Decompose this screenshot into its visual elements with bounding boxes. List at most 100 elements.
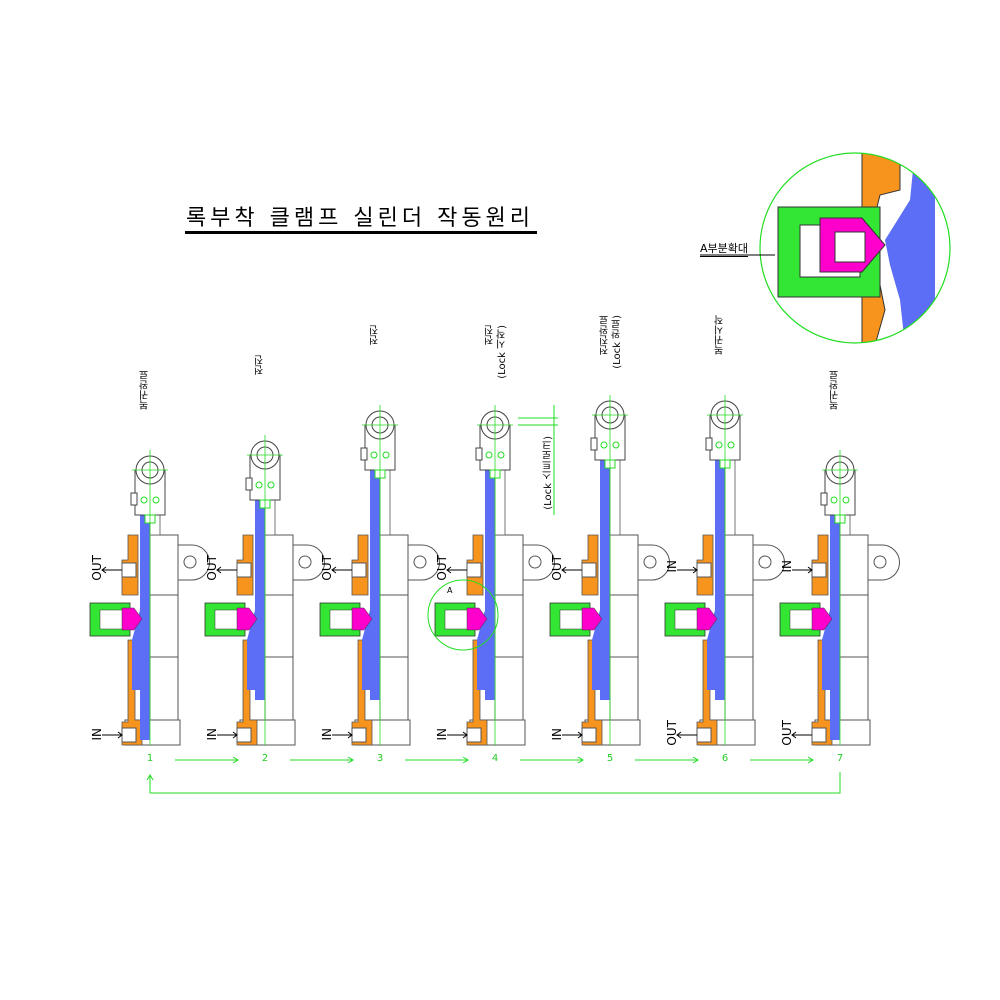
pin-hole	[382, 451, 390, 459]
port-label-top: OUT	[205, 555, 219, 581]
piston-rod	[485, 470, 495, 700]
rod-cover	[724, 459, 736, 536]
port-top	[351, 562, 367, 578]
clevis-tab	[705, 437, 713, 451]
piston	[477, 610, 495, 690]
body-band	[264, 594, 294, 658]
port-bottom	[351, 727, 367, 743]
pin-hole	[842, 496, 850, 504]
pin-hole	[267, 481, 275, 489]
mount-bracket	[752, 544, 785, 581]
stage-number: 4	[491, 753, 499, 764]
port-label-top: OUT	[550, 555, 564, 581]
detail-enlargement	[759, 152, 951, 344]
mount-hole	[873, 555, 887, 569]
arrow-in-icon	[562, 731, 583, 739]
port-label-top: OUT	[90, 555, 104, 581]
detail-piston	[885, 153, 935, 343]
port-label-bottom: IN	[90, 728, 104, 741]
cylinder-stage-5	[549, 395, 699, 764]
mount-bracket	[292, 544, 325, 581]
piston	[822, 610, 840, 690]
port-label-top: IN	[665, 560, 679, 573]
arrow-out-icon	[561, 566, 582, 574]
cylinder-stage-2	[204, 435, 354, 764]
mount-bracket	[177, 544, 210, 581]
port-top	[581, 562, 597, 578]
arrow-in-icon	[102, 731, 123, 739]
port-bottom	[811, 727, 827, 743]
mount-hole	[413, 555, 427, 569]
piston-rod	[715, 460, 725, 700]
clevis-tab	[360, 447, 368, 461]
lock-pin	[696, 607, 718, 631]
arrow-in-icon	[792, 566, 813, 574]
arrow-out-icon	[676, 731, 697, 739]
lock-stroke-label: (Lock 스트로크)	[543, 436, 554, 510]
detail-content	[777, 153, 935, 343]
mount-hole	[643, 555, 657, 569]
return-arrow-icon	[146, 772, 841, 794]
rod-cover	[379, 469, 391, 536]
body-band	[149, 594, 179, 658]
pin-hole	[370, 451, 378, 459]
piston	[132, 610, 150, 690]
body-band	[609, 594, 639, 658]
step-arrow-icon	[520, 756, 584, 764]
body-band	[379, 594, 409, 658]
port-label-bottom: IN	[435, 728, 449, 741]
mount-bracket	[522, 544, 555, 581]
port-bottom	[466, 727, 482, 743]
stage-label: 복귀시작	[715, 315, 726, 355]
port-bottom	[581, 727, 597, 743]
stage-number: 7	[836, 753, 844, 764]
stage-label: 복귀완료	[140, 370, 151, 410]
lock-pin	[466, 607, 488, 631]
piston	[247, 610, 265, 690]
stage-label: 전진	[255, 355, 266, 375]
arrow-out-icon	[101, 566, 122, 574]
clevis-tab	[820, 492, 828, 506]
lock-pin	[351, 607, 373, 631]
mount-bracket	[407, 544, 440, 581]
body-band	[839, 594, 869, 658]
step-arrow-icon	[405, 756, 469, 764]
piston-rod	[600, 460, 610, 700]
arrow-in-icon	[332, 731, 353, 739]
arrow-in-icon	[447, 731, 468, 739]
stage-sublabel: (Lock 완료)	[612, 315, 623, 369]
cylinder-stage-7	[779, 450, 900, 746]
mount-hole	[183, 555, 197, 569]
port-label-bottom: OUT	[780, 720, 794, 746]
detail-callout-circle	[427, 579, 499, 651]
port-bottom	[121, 727, 137, 743]
cylinder-stage-4	[434, 405, 584, 764]
port-label-top: OUT	[320, 555, 334, 581]
stage-number: 3	[376, 753, 384, 764]
pin-hole	[612, 441, 620, 449]
lock-pin	[581, 607, 603, 631]
pin-hole	[727, 441, 735, 449]
arrow-out-icon	[216, 566, 237, 574]
clevis-tab	[475, 447, 483, 461]
stage-label: 전진	[370, 325, 381, 345]
lock-pin	[236, 607, 258, 631]
stage-number: 5	[606, 753, 614, 764]
stage-number: 6	[721, 753, 729, 764]
port-top	[236, 562, 252, 578]
clevis-tab	[130, 492, 138, 506]
mount-hole	[528, 555, 542, 569]
port-label-top: IN	[780, 560, 794, 573]
port-bottom	[236, 727, 252, 743]
lock-stroke-dimension	[518, 405, 558, 515]
piston	[707, 610, 725, 690]
pin-hole	[497, 451, 505, 459]
pin-hole	[715, 441, 723, 449]
lock-pin	[811, 607, 833, 631]
piston	[362, 610, 380, 690]
lock-pin	[121, 607, 143, 631]
pin-hole	[255, 481, 263, 489]
detail-label: A부분확대	[700, 242, 749, 257]
cylinder-stage-1	[89, 450, 239, 764]
